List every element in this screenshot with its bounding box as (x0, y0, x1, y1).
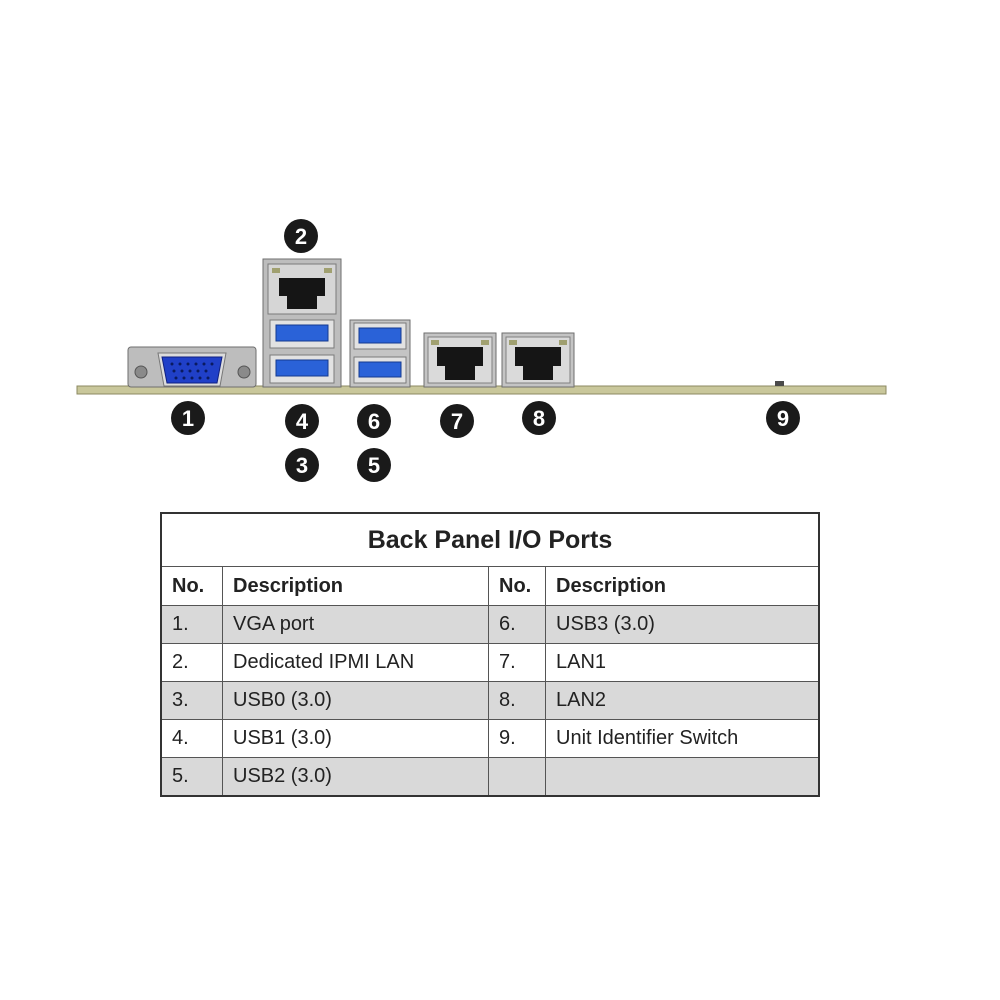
table-title-row: Back Panel I/O Ports (160, 512, 820, 567)
dual-usb (349, 319, 411, 388)
row-description-left: USB2 (3.0) (222, 757, 489, 797)
row-no-left: 1. (160, 605, 223, 644)
table-row: 5. USB2 (3.0) (160, 757, 820, 797)
svg-text:1: 1 (182, 406, 194, 431)
row-description-right (545, 757, 820, 797)
svg-text:2: 2 (295, 224, 307, 249)
svg-text:3: 3 (296, 453, 308, 478)
callout-5: 5 (357, 448, 391, 482)
row-no-left: 3. (160, 681, 223, 720)
ports-table: Back Panel I/O Ports No. Description No.… (160, 512, 820, 797)
row-no-left: 5. (160, 757, 223, 797)
row-description-right: USB3 (3.0) (545, 605, 820, 644)
vga-port (127, 346, 257, 388)
row-no-right: 9. (488, 719, 546, 758)
row-no-right: 6. (488, 605, 546, 644)
callout-2: 2 (284, 219, 318, 253)
row-no-right: 7. (488, 643, 546, 682)
callout-8: 8 (522, 401, 556, 435)
callout-4: 4 (285, 404, 319, 438)
row-no-left: 4. (160, 719, 223, 758)
lan2-port (501, 332, 575, 388)
table-row: 2. Dedicated IPMI LAN 7. LAN1 (160, 643, 820, 682)
row-description-right: LAN1 (545, 643, 820, 682)
row-no-right: 8. (488, 681, 546, 720)
lan1-port (423, 332, 497, 388)
row-description-left: VGA port (222, 605, 489, 644)
ipmi-lan-usb-stack (262, 258, 342, 388)
row-description-right: Unit Identifier Switch (545, 719, 820, 758)
callout-3: 3 (285, 448, 319, 482)
svg-text:6: 6 (368, 409, 380, 434)
row-no-right (488, 757, 546, 797)
uid-switch (775, 381, 784, 386)
table-row: 1. VGA port 6. USB3 (3.0) (160, 605, 820, 644)
svg-text:4: 4 (296, 409, 309, 434)
table-row: 4. USB1 (3.0) 9. Unit Identifier Switch (160, 719, 820, 758)
table-header-row: No. Description No. Description (160, 566, 820, 606)
svg-text:5: 5 (368, 453, 380, 478)
row-description-left: Dedicated IPMI LAN (222, 643, 489, 682)
svg-text:9: 9 (777, 406, 789, 431)
row-description-right: LAN2 (545, 681, 820, 720)
table-title: Back Panel I/O Ports (160, 512, 820, 567)
svg-text:8: 8 (533, 406, 545, 431)
callout-9: 9 (766, 401, 800, 435)
header-description-right: Description (545, 566, 820, 606)
callout-6: 6 (357, 404, 391, 438)
back-panel-diagram: 1 2 4 3 6 5 7 8 9 (76, 219, 887, 482)
svg-text:7: 7 (451, 409, 463, 434)
row-description-left: USB0 (3.0) (222, 681, 489, 720)
callout-1: 1 (171, 401, 205, 435)
callout-7: 7 (440, 404, 474, 438)
row-description-left: USB1 (3.0) (222, 719, 489, 758)
row-no-left: 2. (160, 643, 223, 682)
header-no-left: No. (160, 566, 223, 606)
table-row: 3. USB0 (3.0) 8. LAN2 (160, 681, 820, 720)
header-description-left: Description (222, 566, 489, 606)
header-no-right: No. (488, 566, 546, 606)
